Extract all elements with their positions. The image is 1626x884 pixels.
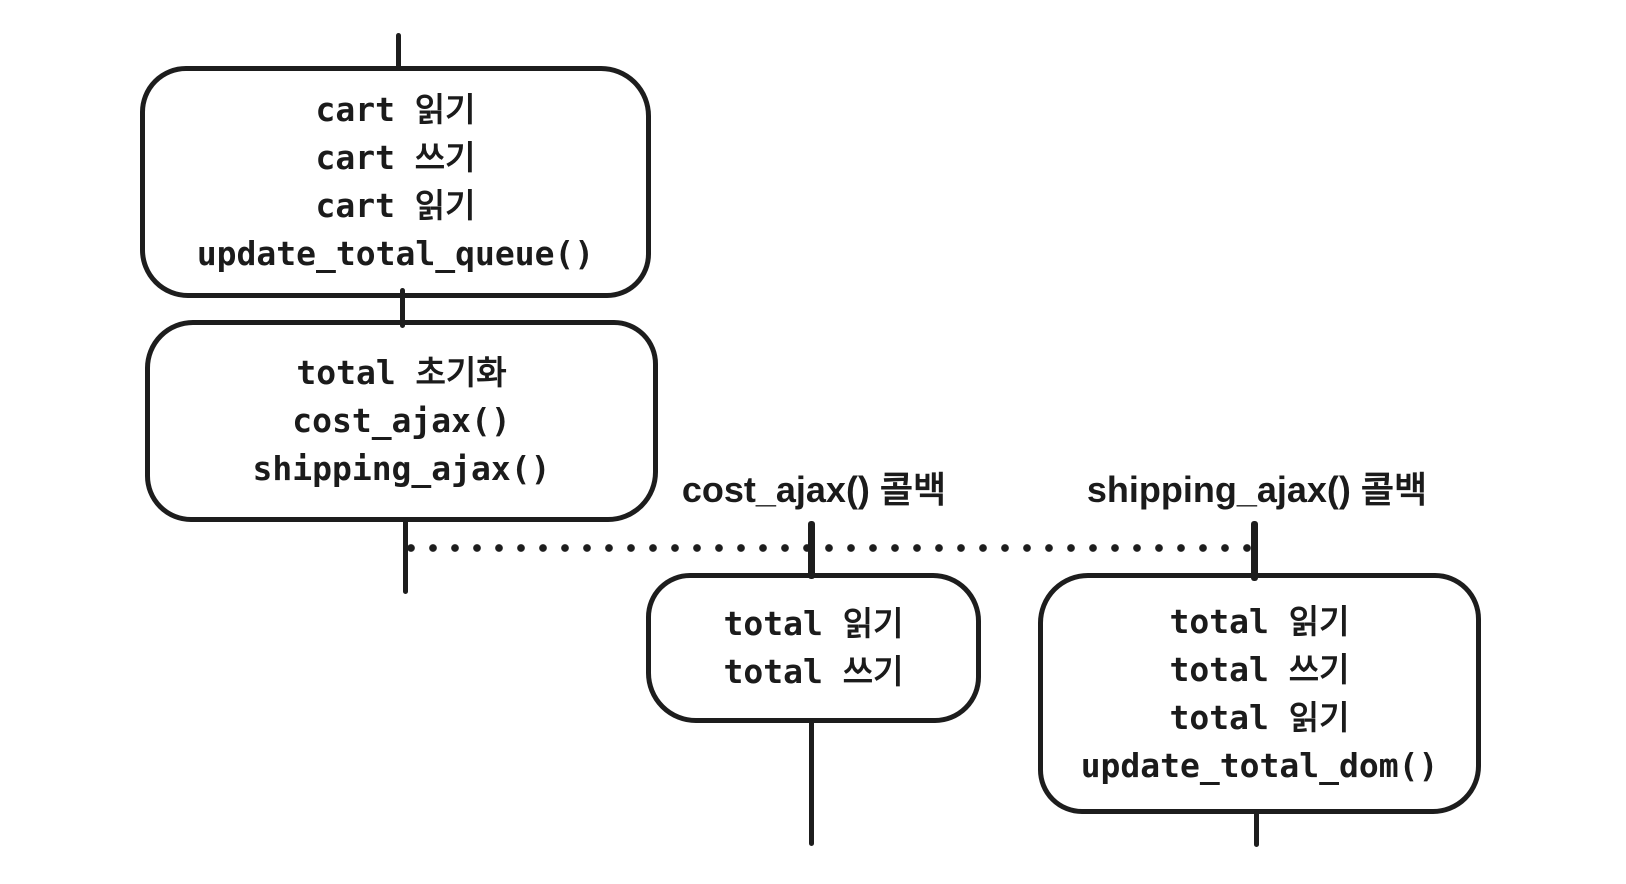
code-line: update_total_dom() (1080, 745, 1439, 785)
code-line: cart 쓰기 (315, 138, 476, 177)
code-line: total 읽기 (1169, 601, 1350, 641)
timeline-connector-line (400, 288, 405, 328)
code-line: total 읽기 (1169, 697, 1350, 737)
shipping-callback-label: shipping_ajax() 콜백 (1086, 469, 1428, 510)
total-init-box: total 초기화 cost_ajax() shipping_ajax() (145, 320, 658, 522)
shipping-callback-bottom-line (1254, 811, 1259, 847)
cost-callback-tick (808, 521, 815, 579)
cart-operations-box: cart 읽기 cart 쓰기 cart 읽기 update_total_queue(… (140, 66, 651, 298)
cost-callback-label: cost_ajax() 콜백 (681, 469, 947, 510)
shipping-callback-tick (1251, 521, 1258, 581)
code-line: total 쓰기 (1169, 649, 1350, 689)
main-timeline-top-line (396, 33, 401, 69)
code-line: total 초기화 (296, 353, 507, 392)
code-line: total 쓰기 (723, 652, 904, 691)
cost-callback-bottom-line (809, 720, 814, 846)
code-line: shipping_ajax() (252, 449, 551, 488)
code-line: cart 읽기 (315, 186, 476, 225)
event-queue-dotted-line (400, 544, 1256, 552)
shipping-callback-box: total 읽기 total 쓰기 total 읽기 update_total_dom… (1038, 573, 1481, 814)
code-line: cost_ajax() (292, 401, 511, 440)
code-line: cart 읽기 (315, 90, 476, 129)
code-line: update_total_queue() (196, 234, 595, 273)
code-line: total 읽기 (723, 604, 904, 643)
cost-callback-box: total 읽기 total 쓰기 (646, 573, 981, 723)
main-timeline-bottom-line (403, 518, 408, 594)
